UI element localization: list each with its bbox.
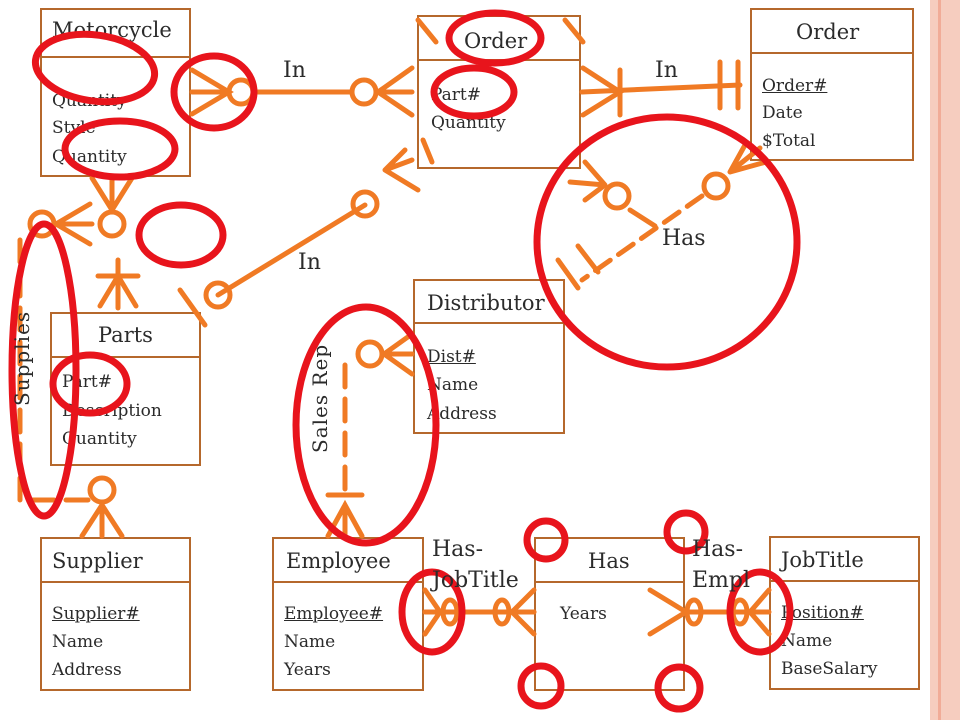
entity-attr-key: Employee#	[284, 604, 384, 624]
crowfoot-many	[746, 587, 772, 637]
annotation-circle	[49, 351, 131, 417]
slide-side-stripe	[930, 0, 960, 720]
optional-circle	[440, 597, 460, 627]
crowfoot-many	[379, 331, 415, 377]
rel-label-sales-rep: Sales Rep	[308, 343, 332, 453]
optional-circle	[203, 280, 233, 310]
crowfoot-many	[89, 175, 135, 215]
entity-title: JobTitle	[781, 548, 864, 572]
annotation-circle	[292, 303, 440, 547]
crowfoot-many	[189, 67, 234, 117]
entity-order-right: Order Order# Date $Total	[750, 8, 914, 161]
crowfoot-many	[97, 271, 139, 309]
entity-title: Supplier	[52, 549, 143, 573]
annotation-circle	[445, 9, 545, 67]
has-dashed-line	[579, 193, 705, 283]
supplies-dashed-line	[17, 237, 93, 503]
rel-label-in-top-right: In	[655, 58, 678, 83]
one-bar	[422, 587, 444, 637]
crowfoot-many	[79, 500, 125, 539]
optional-circle	[602, 181, 632, 211]
entity-has: Has Years	[534, 537, 685, 691]
optional-circle	[684, 597, 704, 627]
rel-label-has-right: Has	[662, 226, 706, 251]
connector-line	[627, 207, 658, 229]
annotation-circle	[398, 568, 466, 656]
entity-attr: Name	[781, 631, 833, 651]
mandatory-one-bars	[717, 59, 741, 111]
entity-distributor: Distributor Dist# Name Address	[413, 279, 565, 434]
crowfoot-many	[382, 147, 421, 193]
crowfoot-many	[567, 159, 608, 203]
entity-attr-key: Position#	[781, 603, 864, 623]
annotation-circle	[726, 568, 794, 656]
crowfoot-many	[580, 65, 625, 118]
annotation-circle	[517, 662, 565, 710]
rel-label-has-jobtitle-line1: Has-	[432, 537, 484, 562]
entity-attr: Style	[52, 118, 96, 138]
entity-attr: $Total	[762, 131, 816, 151]
rel-label-supplies: Supplies	[10, 310, 34, 406]
optional-circle	[97, 209, 127, 239]
entity-attr-key: Supplier#	[52, 604, 140, 624]
annotation-circle	[8, 220, 80, 520]
crowfoot-many	[373, 65, 415, 118]
entity-attr: Part#	[431, 85, 482, 105]
annotation-circle	[654, 663, 704, 713]
rel-label-has-empl-line1: Has-	[692, 537, 744, 562]
entity-attr: Address	[427, 404, 497, 424]
crowfoot-many	[508, 587, 537, 637]
connector-line	[215, 202, 368, 298]
entity-title: Order	[464, 29, 528, 53]
entity-attr: Quantity	[62, 429, 137, 449]
optional-circle	[701, 171, 731, 201]
annotation-circle	[135, 201, 227, 269]
entity-title: Parts	[98, 323, 153, 347]
optional-circle	[350, 189, 380, 219]
optional-circle	[87, 475, 117, 505]
crowfoot-many	[647, 587, 691, 637]
crowfoot-many	[51, 201, 95, 247]
entity-attr-key: Order#	[762, 76, 828, 96]
rel-label-in-middle: In	[298, 250, 321, 275]
rel-label-has-jobtitle-line2: JobTitle	[432, 568, 519, 593]
connector-line	[420, 137, 435, 165]
entity-jobtitle: JobTitle Position# Name BaseSalary	[769, 536, 920, 690]
entity-attr: Years	[284, 660, 331, 680]
entity-attr: Address	[52, 660, 122, 680]
annotation-circle	[31, 30, 159, 106]
connector-line	[562, 17, 586, 45]
entity-title: Distributor	[427, 291, 545, 315]
annotation-circle	[170, 52, 258, 132]
annotation-circle	[533, 113, 801, 371]
entity-attr: Date	[762, 103, 803, 123]
optional-circle	[349, 77, 379, 107]
entity-attr: Name	[52, 632, 104, 652]
annotation-circle	[430, 64, 518, 120]
entity-title: Order	[796, 20, 860, 44]
entity-supplier: Supplier Supplier# Name Address	[40, 537, 191, 691]
entity-employee: Employee Employee# Name Years	[272, 537, 424, 691]
rel-label-in-top-left: In	[283, 58, 306, 83]
annotation-circle	[663, 509, 709, 555]
connector-line	[415, 17, 439, 45]
mandatory-one-bars	[555, 243, 601, 291]
entity-attr: Name	[284, 632, 336, 652]
one-bar	[177, 287, 208, 328]
connector-line	[579, 82, 743, 95]
entity-attr: BaseSalary	[781, 659, 878, 679]
annotation-circle	[523, 517, 569, 563]
entity-title: Employee	[286, 549, 391, 573]
slide-side-stripe-line	[938, 0, 941, 720]
rel-label-has-empl-line2: Empl	[692, 568, 751, 593]
entity-attr-key: Dist#	[427, 347, 476, 367]
entity-title: Has	[588, 549, 630, 573]
entity-attr: Name	[427, 375, 479, 395]
annotation-circle	[61, 117, 179, 181]
entity-attr: Years	[560, 604, 607, 624]
optional-circle	[355, 339, 385, 369]
